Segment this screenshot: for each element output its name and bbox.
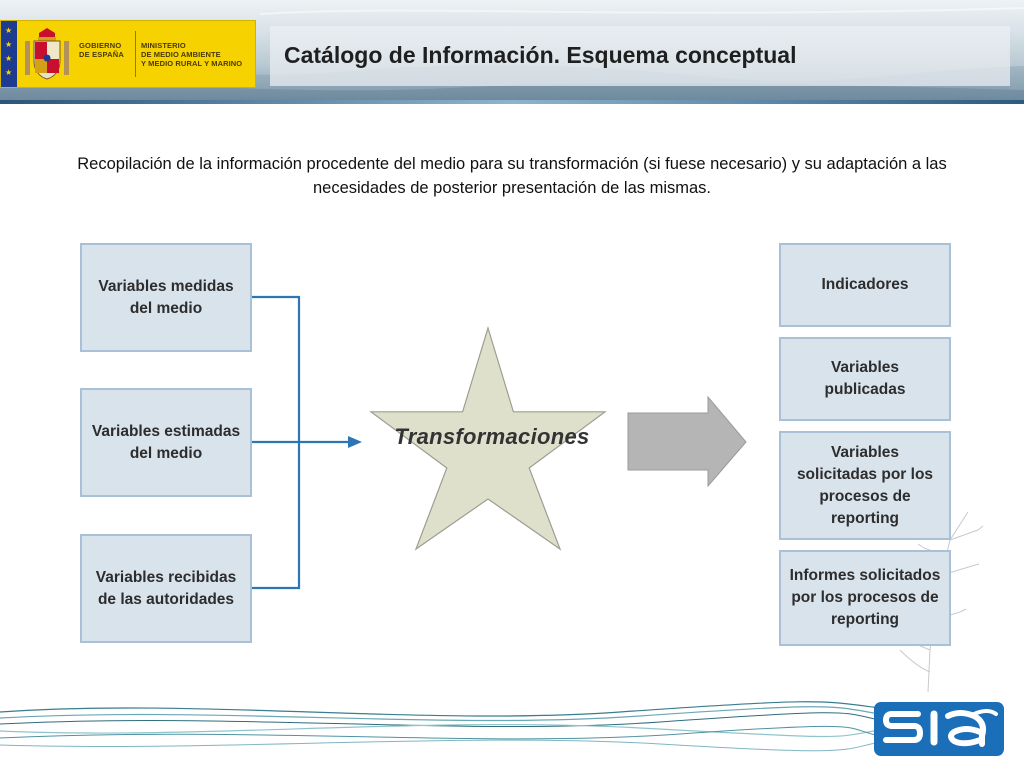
transformation-label: Transformaciones bbox=[394, 424, 590, 449]
logo-separator bbox=[135, 31, 136, 77]
footer-waves bbox=[0, 701, 881, 752]
output-box-requested-reports: Informes solicitados por los procesos de… bbox=[779, 550, 951, 646]
ministry-name: MINISTERIO DE MEDIO AMBIENTE Y MEDIO RUR… bbox=[141, 41, 243, 68]
government-logo: ★ ★ ★ ★ GOBIERNO DE ESPAÑA MINISTERIO DE… bbox=[0, 20, 256, 88]
sia-logo-icon bbox=[883, 709, 998, 747]
header-bottom-line bbox=[0, 100, 1024, 104]
input-connector bbox=[252, 295, 350, 590]
sia-logo bbox=[874, 702, 1004, 756]
intro-text: Recopilación de la información procedent… bbox=[77, 155, 947, 197]
header-banner: ★ ★ ★ ★ GOBIERNO DE ESPAÑA MINISTERIO DE… bbox=[0, 0, 1024, 104]
output-box-published: Variables publicadas bbox=[779, 337, 951, 421]
page-title: Catálogo de Información. Esquema concept… bbox=[284, 42, 797, 68]
output-box-indicators: Indicadores bbox=[779, 243, 951, 327]
connector-arrowhead bbox=[348, 436, 362, 448]
output-box-requested-variables: Variables solicitadas por los procesos d… bbox=[779, 431, 951, 540]
input-box-received: Variables recibidas de las autoridades bbox=[80, 534, 252, 643]
output-arrow bbox=[627, 395, 747, 488]
input-box-estimated: Variables estimadas del medio bbox=[80, 388, 252, 497]
eu-flag-icon: ★ ★ ★ ★ bbox=[1, 21, 17, 87]
title-panel: Catálogo de Información. Esquema concept… bbox=[270, 26, 1010, 86]
government-name: GOBIERNO DE ESPAÑA bbox=[79, 41, 125, 59]
input-box-measured: Variables medidas del medio bbox=[80, 243, 252, 352]
coat-of-arms-icon bbox=[25, 28, 69, 80]
